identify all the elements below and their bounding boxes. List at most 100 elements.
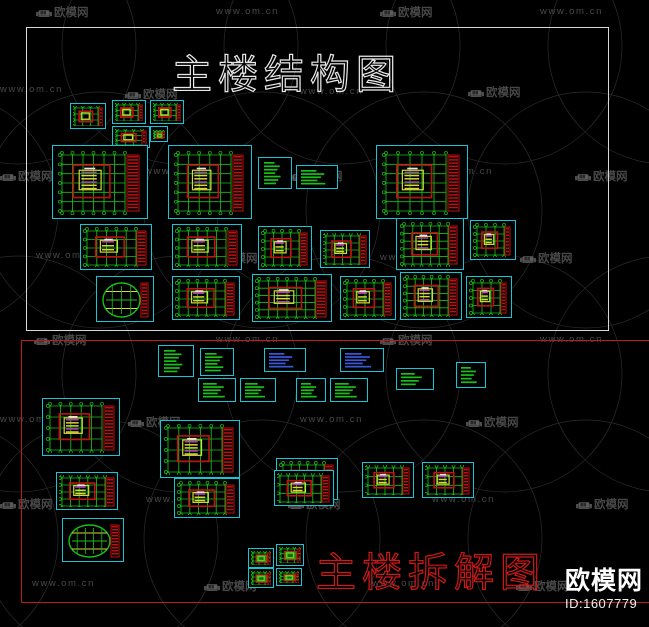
drawing-block-exploded [422, 462, 474, 498]
drawing-block-structure [466, 276, 512, 318]
drawing-block-structure [172, 276, 240, 320]
watermark-url: www.om.cn [216, 6, 279, 17]
drawing-block-exploded [198, 378, 236, 402]
drawing-block-exploded [158, 345, 194, 377]
sofa-icon [380, 9, 396, 21]
drawing-block-structure [396, 218, 464, 270]
drawing-block-structure [112, 100, 146, 124]
watermark-logo: 欧模网 [380, 4, 433, 21]
drawing-content [73, 106, 103, 126]
drawing-content [299, 168, 335, 186]
drawing-content [163, 423, 237, 475]
brand-name: 欧模网 [564, 566, 643, 595]
drawing-content [379, 148, 465, 216]
drawing-block-structure [80, 224, 152, 270]
drawing-content [267, 351, 303, 369]
drawing-block-exploded [42, 398, 120, 456]
drawing-block-exploded [276, 544, 304, 566]
drawing-content [343, 279, 393, 317]
drawing-block-exploded [362, 462, 414, 498]
drawing-content [299, 381, 323, 399]
sofa-icon [0, 173, 16, 185]
drawing-content [459, 365, 483, 385]
sheet-frame-structure [26, 27, 609, 331]
sheet-title-exploded: 主楼拆解图 [315, 549, 546, 596]
drawing-block-exploded [248, 548, 274, 568]
drawing-content [469, 279, 509, 315]
brand-badge: 欧模网 ID:1607779 [565, 568, 643, 611]
drawing-block-structure [52, 145, 148, 219]
drawing-content [255, 277, 329, 319]
drawing-block-structure [376, 145, 468, 219]
sofa-icon [0, 501, 16, 513]
drawing-content [399, 221, 461, 267]
drawing-block-exploded [174, 478, 240, 518]
drawing-content [203, 351, 231, 373]
drawing-content [333, 381, 365, 399]
drawing-content [261, 229, 309, 267]
drawing-content [201, 381, 233, 399]
drawing-content [261, 160, 289, 186]
drawing-content [279, 547, 301, 563]
drawing-block-structure [252, 274, 332, 322]
drawing-content [171, 148, 249, 216]
drawing-content [99, 279, 151, 319]
drawing-block-structure [150, 100, 184, 124]
drawing-block-exploded [274, 470, 334, 506]
drawing-content [277, 473, 331, 503]
drawing-block-structure [340, 276, 396, 320]
drawing-block-structure [258, 157, 292, 189]
drawing-block-structure [150, 126, 168, 142]
drawing-block-exploded [56, 472, 118, 510]
sheet-title-structure: 主楼结构图 [171, 51, 402, 98]
drawing-content [115, 103, 143, 121]
drawing-content [177, 481, 237, 515]
drawing-content [153, 129, 165, 139]
drawing-content [243, 381, 273, 399]
drawing-block-exploded [160, 420, 240, 478]
drawing-content [175, 227, 239, 267]
drawing-block-exploded [276, 568, 302, 586]
drawing-content [279, 571, 299, 583]
drawing-block-exploded [296, 378, 326, 402]
sofa-icon [36, 9, 52, 21]
drawing-content [343, 351, 381, 369]
drawing-block-exploded [396, 368, 434, 390]
drawing-content [45, 401, 117, 453]
sheet-frame-exploded [21, 340, 649, 603]
drawing-block-exploded [62, 518, 124, 562]
drawing-block-structure [168, 145, 252, 219]
drawing-block-exploded [330, 378, 368, 402]
drawing-block-exploded [200, 348, 234, 376]
drawing-content [83, 227, 149, 267]
drawing-block-structure [400, 272, 462, 320]
drawing-block-exploded [240, 378, 276, 402]
drawing-content [473, 223, 513, 257]
drawing-content [65, 521, 121, 559]
drawing-block-exploded [456, 362, 486, 388]
drawing-content [161, 348, 191, 374]
drawing-content [365, 465, 411, 495]
drawing-content [403, 275, 459, 317]
drawing-block-structure [296, 165, 338, 189]
drawing-block-exploded [340, 348, 384, 372]
drawing-block-structure [320, 230, 370, 268]
drawing-block-structure [470, 220, 516, 260]
drawing-content [55, 148, 145, 216]
drawing-content [425, 465, 471, 495]
drawing-block-exploded [248, 568, 274, 588]
watermark-logo: 欧模网 [36, 4, 89, 21]
drawing-content [251, 551, 271, 565]
drawing-block-structure [70, 103, 106, 129]
drawing-block-structure [172, 224, 242, 270]
drawing-block-exploded [264, 348, 306, 372]
drawing-block-structure [96, 276, 154, 322]
drawing-block-structure [258, 226, 312, 270]
drawing-content [323, 233, 367, 265]
drawing-content [399, 371, 431, 387]
drawing-content [153, 103, 181, 121]
watermark-url: www.om.cn [540, 6, 603, 17]
model-id-label: ID:1607779 [564, 596, 638, 611]
drawing-content [251, 571, 271, 585]
